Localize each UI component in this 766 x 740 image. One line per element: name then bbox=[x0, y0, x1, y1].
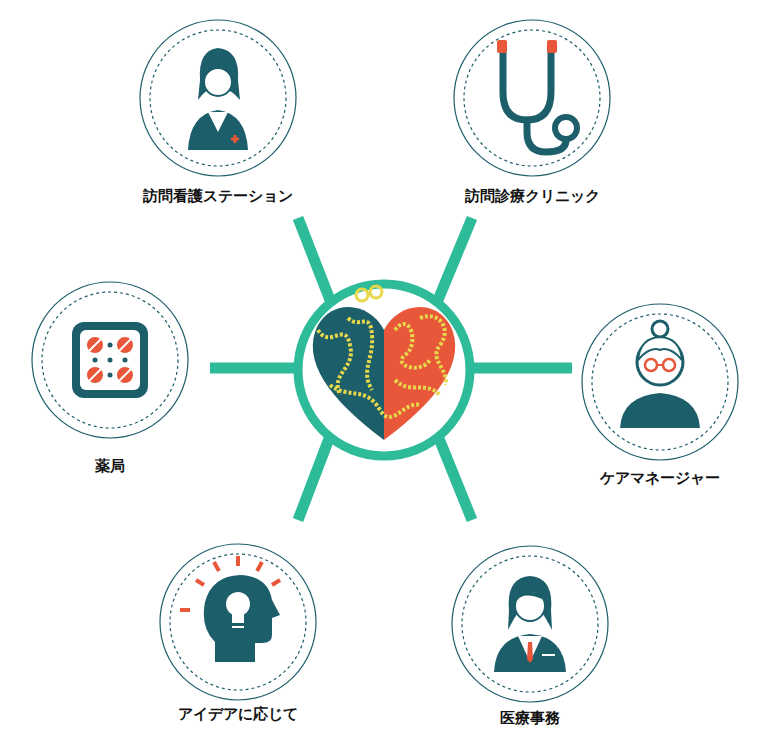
role-circle: 訪問診療クリニック bbox=[453, 19, 611, 205]
role-label: 医療事務 bbox=[400, 709, 660, 727]
stethoscope-icon bbox=[497, 40, 577, 152]
outer-ring bbox=[140, 20, 296, 176]
outer-ring bbox=[452, 546, 608, 702]
circle-outline bbox=[31, 281, 189, 439]
inner-dashed-ring bbox=[150, 30, 286, 166]
outer-ring bbox=[160, 544, 316, 700]
inner-dashed-ring bbox=[462, 556, 598, 692]
circle-outline bbox=[453, 19, 611, 177]
nurse-icon bbox=[188, 48, 248, 150]
heart-emblem bbox=[313, 286, 455, 440]
inner-dashed-ring bbox=[592, 314, 728, 450]
spokes bbox=[210, 218, 572, 520]
role-label: アイデアに応じて bbox=[108, 705, 368, 723]
role-circle: ケアマネージャー bbox=[581, 303, 739, 487]
role-label: 薬局 bbox=[0, 457, 240, 475]
idea-icon bbox=[180, 556, 280, 662]
pharmacy-icon bbox=[72, 322, 148, 398]
circle-outline bbox=[581, 303, 739, 461]
care-manager-icon bbox=[620, 321, 700, 428]
circle-outline bbox=[451, 545, 609, 703]
outer-ring bbox=[582, 304, 738, 460]
role-circle: アイデアに応じて bbox=[159, 543, 317, 723]
role-circle: 薬局 bbox=[31, 281, 189, 475]
circle-outline bbox=[139, 19, 297, 177]
role-circle: 訪問看護ステーション bbox=[139, 19, 297, 205]
role-label: 訪問診療クリニック bbox=[402, 187, 662, 205]
office-clerk-icon bbox=[494, 576, 566, 672]
inner-dashed-ring bbox=[170, 554, 306, 690]
role-circle: 医療事務 bbox=[451, 545, 609, 727]
role-label: ケアマネージャー bbox=[530, 469, 766, 487]
outer-ring bbox=[454, 20, 610, 176]
inner-dashed-ring bbox=[42, 292, 178, 428]
inner-dashed-ring bbox=[464, 30, 600, 166]
hub-circle bbox=[298, 284, 470, 456]
circle-outline bbox=[159, 543, 317, 701]
outer-ring bbox=[32, 282, 188, 438]
role-label: 訪問看護ステーション bbox=[88, 187, 348, 205]
